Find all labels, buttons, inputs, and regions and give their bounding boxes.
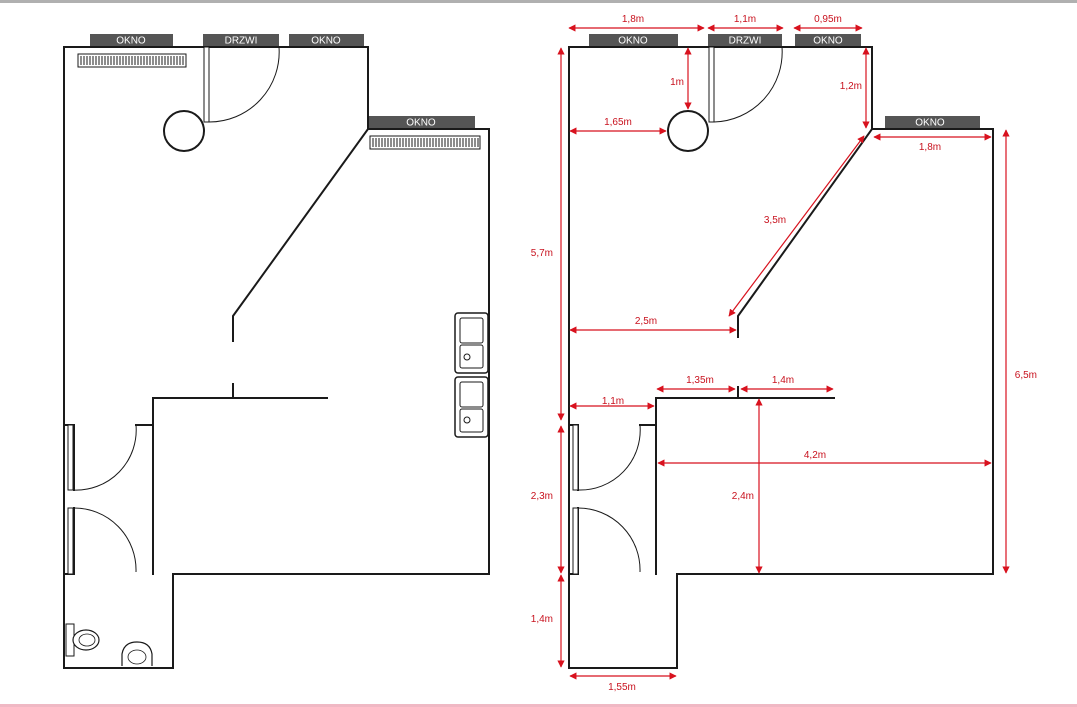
dim-top-left-width: 1,8m [622,14,644,25]
column-icon [667,110,709,152]
window-top-right: OKNO [795,34,861,47]
door-top: DRZWI [708,34,782,47]
window-right-wing: OKNO [368,116,475,129]
sink-icon [454,312,489,374]
window-top-left: OKNO [90,34,173,47]
toilet-icon [65,623,100,657]
diagonal-wall [737,127,874,338]
window-label: OKNO [915,118,945,129]
door-swing-icon [708,46,783,123]
plan-left: OKNO DRZWI OKNO OKNO [63,34,490,669]
sink-icon [454,376,489,438]
outer-walls [63,46,490,669]
dim-column-horizontal: 1,65m [604,117,632,128]
window-label: OKNO [618,36,648,47]
door-top: DRZWI [203,34,279,47]
dim-left-total-height: 5,7m [531,248,553,259]
window-label: OKNO [311,36,341,47]
diagonal-wall [232,127,370,342]
dim-top-right-window: 0,95m [814,14,842,25]
window-label: OKNO [116,36,146,47]
dim-partition-segment-a: 1,35m [686,375,714,386]
window-right-wing: OKNO [885,116,980,129]
window-top-left: OKNO [589,34,678,47]
door-label: DRZWI [729,36,762,47]
dim-column-vertical: 1m [670,77,684,88]
door-swing-icon [67,424,137,491]
dim-bathroom-height: 1,4m [531,614,553,625]
plan-right: OKNO DRZWI OKNO OKNO [531,14,1037,693]
dim-corridor-height: 2,3m [531,491,553,502]
door-swing-icon [572,424,641,491]
dim-right-wall-offset: 1,2m [840,81,862,92]
window-label: OKNO [813,36,843,47]
column-icon [163,110,205,152]
dim-room-height: 2,4m [732,491,754,502]
window-label: OKNO [406,118,436,129]
door-swing-icon [203,46,280,123]
window-top-right: OKNO [289,34,364,47]
dim-bathroom-width: 1,55m [608,682,636,693]
partition-wall [152,397,328,575]
dim-door-width: 1,1m [734,14,756,25]
door-swing-icon [67,507,137,575]
door-swing-icon [572,507,641,575]
dim-corridor-width: 1,1m [602,396,624,407]
dimension-lines [557,24,1010,680]
washbasin-icon [121,641,153,666]
dim-partition-to-diagonal: 2,5m [635,316,657,327]
partition-wall [655,397,835,575]
dim-partition-segment-b: 1,4m [772,375,794,386]
dim-room-width: 4,2m [804,450,826,461]
radiator-icon [369,135,481,150]
dim-diagonal-wall: 3,5m [764,215,786,226]
dim-right-window-width: 1,8m [919,142,941,153]
door-label: DRZWI [225,36,258,47]
dimension-labels: 1,8m 1,1m 0,95m 1m 1,65m 1,2m 1,8m 3,5m … [531,14,1037,693]
dim-right-total-height: 6,5m [1015,370,1037,381]
outer-walls [568,46,994,669]
radiator-icon [77,53,187,68]
